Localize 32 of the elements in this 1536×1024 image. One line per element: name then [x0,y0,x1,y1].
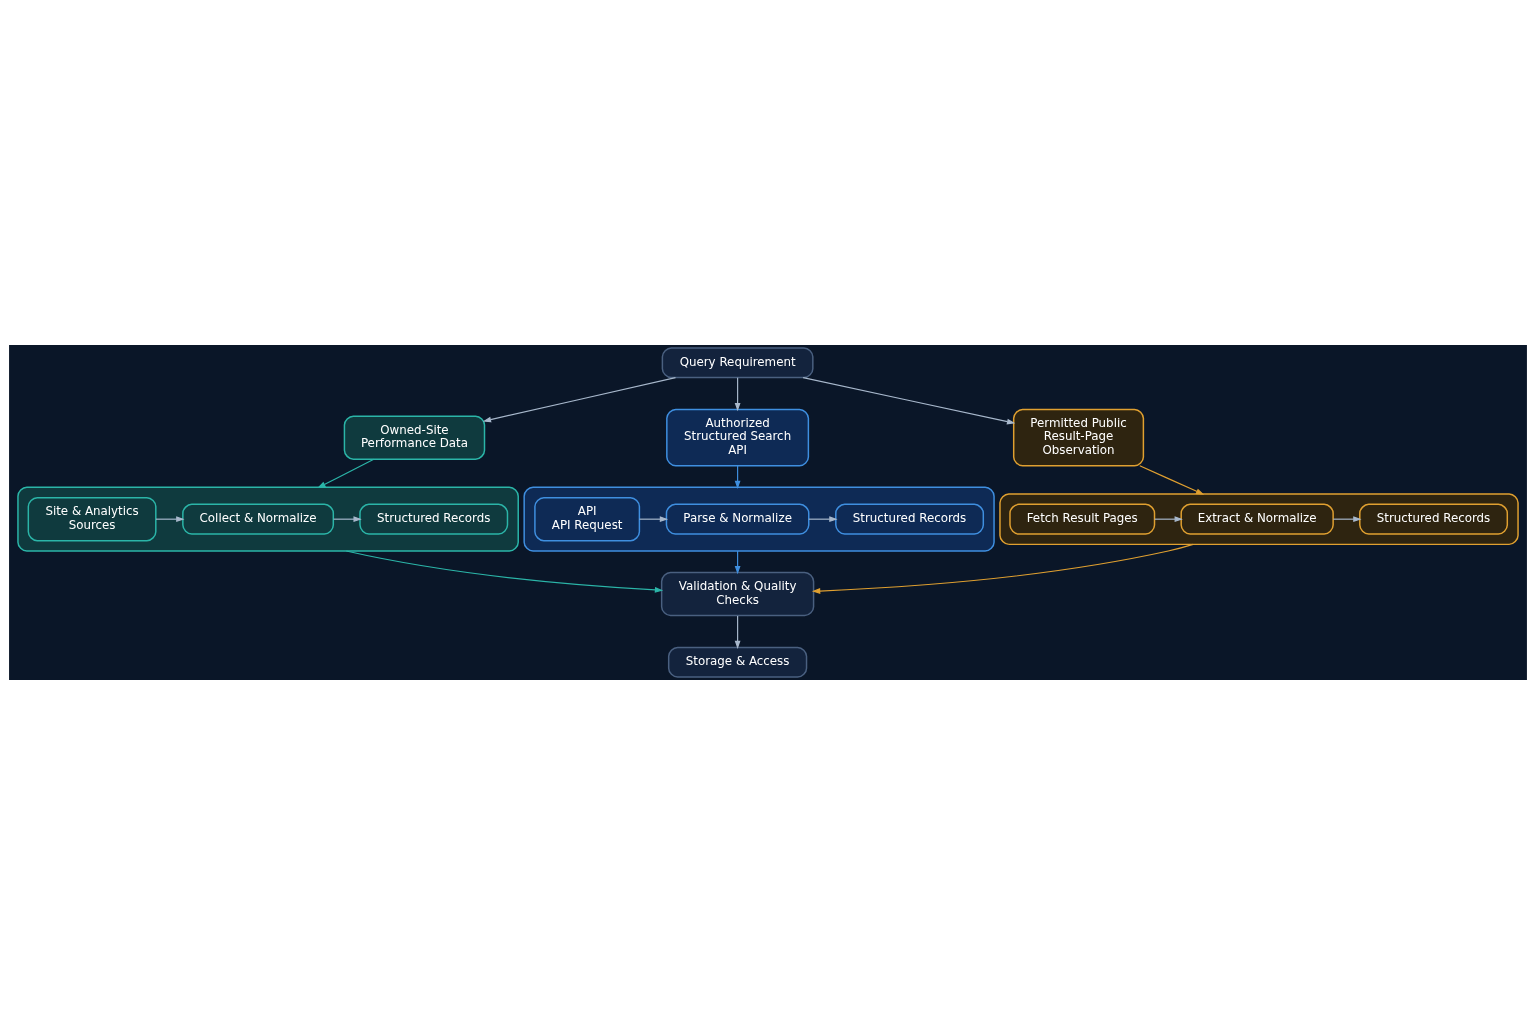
node-box: Site & Analytics Sources [27,496,157,541]
arrow [734,376,741,411]
arrow [345,549,664,593]
cluster [999,492,1519,545]
node-box: Structured Records [1359,503,1509,535]
arrow [734,614,741,649]
arrow [808,515,838,522]
node-box: Extract & Normalize [1180,503,1334,535]
node-box: Parse & Normalize [665,503,810,535]
node-box: Structured Records [835,503,985,535]
arrow [482,376,677,422]
cluster [523,486,995,552]
arrow [1154,515,1183,522]
node-box: Fetch Result Pages [1009,503,1156,535]
arrow [811,543,1194,594]
arrow [155,515,185,522]
node-box: Owned-Site Performance Data [343,414,486,460]
node-box: Structured Records [359,503,509,535]
node-box: Permitted Public Result-Page Observation [1012,408,1145,467]
arrow [802,376,1016,424]
node-box: Query Requirement [661,346,814,378]
arrow [638,515,669,522]
arrow [1139,464,1205,495]
arrow [317,458,375,488]
node-box: API API Request [534,496,641,541]
cluster [17,486,519,552]
arrow [1332,515,1362,522]
arrow [332,515,362,522]
node-box: Authorized Structured Search API [666,408,810,467]
node-box: Collect & Normalize [182,503,335,535]
node-box: Validation & Quality Checks [660,571,815,616]
node-box: Storage & Access [667,646,808,678]
